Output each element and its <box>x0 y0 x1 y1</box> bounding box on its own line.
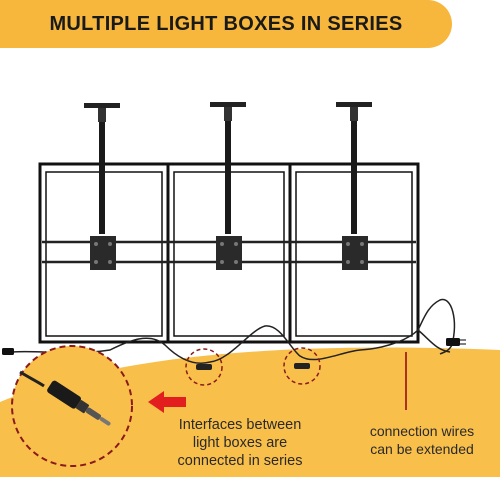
plug-connector-icon <box>446 338 466 346</box>
left-arrow-icon <box>148 391 186 413</box>
ceiling-mount-1 <box>84 103 120 270</box>
connector-callout-2 <box>283 347 321 385</box>
banner-title: MULTIPLE LIGHT BOXES IN SERIES <box>49 12 403 35</box>
extension-wire-caption: connection wires can be extended <box>369 423 475 457</box>
ceiling-mount-3 <box>336 102 372 270</box>
ceiling-mount-2 <box>210 102 246 270</box>
connector-callout-1 <box>185 348 223 386</box>
zoom-callout <box>11 345 133 467</box>
title-banner: MULTIPLE LIGHT BOXES IN SERIES <box>0 0 452 48</box>
series-interface-caption: Interfaces between light boxes are conne… <box>177 417 303 469</box>
